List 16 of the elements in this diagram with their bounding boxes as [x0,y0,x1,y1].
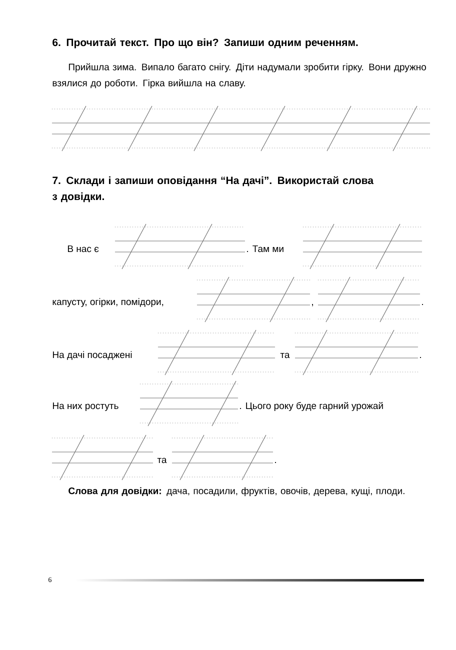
task-heading: 6. Прочитай текст. Про що він? Запиши одним реченням. [52,38,358,48]
sentence-text: На дачі посаджені [52,351,132,360]
sentence-text: . Цього року буде гарний урожай [240,402,383,411]
word-list: Слова для довідки: дача, посадили, фруктів, овочів, дерева, кущі, плоди. [68,487,404,496]
punctuation: . [275,462,276,463]
sentence-text: . Там ми [247,245,284,252]
punctuation: . [420,356,421,358]
sentence-text: та [280,352,290,358]
sentence-text: капусту, огірки, помідори, [52,298,164,307]
punctuation: , [312,304,313,306]
sentence-text: В нас є [68,245,99,252]
sentence-text: На них ростуть [52,402,118,411]
punctuation: . [422,304,423,305]
sentence-text: та [157,458,167,464]
task-heading: 7. Склади і запиши оповідання “На дачі”. Використай слова з довідки. [52,176,374,202]
reading-text: Прийшла зима. Випало багато снігу. Діти надумали зробити гірку. Вони дружно взялися до роботи. Гірка вийшла на славу. [52,63,426,88]
